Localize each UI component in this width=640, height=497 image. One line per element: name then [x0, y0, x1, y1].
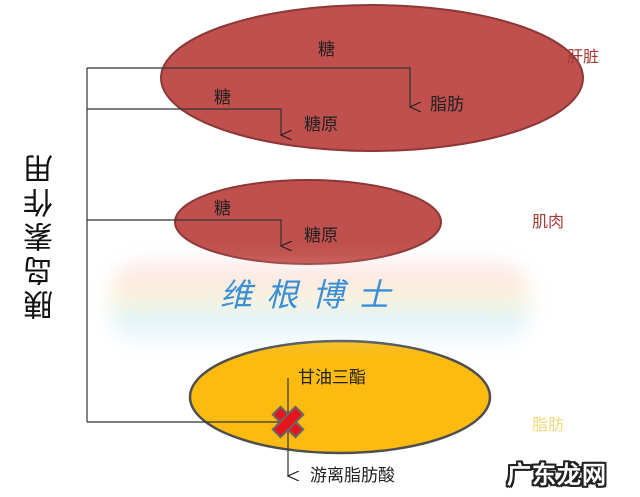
muscle-organ-label: 肌肉 [532, 212, 565, 231]
liver-glycogen-label: 糖原 [304, 115, 338, 135]
site-logo: 广东龙网 [507, 461, 607, 489]
muscle-glycogen-label: 糖原 [304, 226, 338, 246]
free-fatty-acid-label: 游离脂肪酸 [310, 466, 395, 486]
liver-sugar-top-label: 糖 [318, 40, 335, 60]
adipose-ellipse [188, 339, 492, 455]
watermark-text: 维根博士 [220, 276, 405, 314]
liver-fat-label: 脂肪 [430, 95, 464, 115]
liver-sugar-left-label: 糖 [214, 88, 231, 108]
blocked-x-icon [271, 405, 305, 439]
triglyceride-label: 甘油三酯 [298, 368, 366, 388]
liver-ellipse [160, 4, 584, 152]
muscle-ellipse [174, 179, 442, 265]
muscle-sugar-label: 糖 [214, 199, 231, 219]
bracket-lines [86, 67, 410, 476]
adipose-organ-label: 脂肪 [532, 415, 565, 434]
watermark-background [110, 258, 530, 348]
liver-organ-label: 肝脏 [567, 47, 600, 66]
diagram-title: 胰岛素作用 [24, 150, 59, 320]
